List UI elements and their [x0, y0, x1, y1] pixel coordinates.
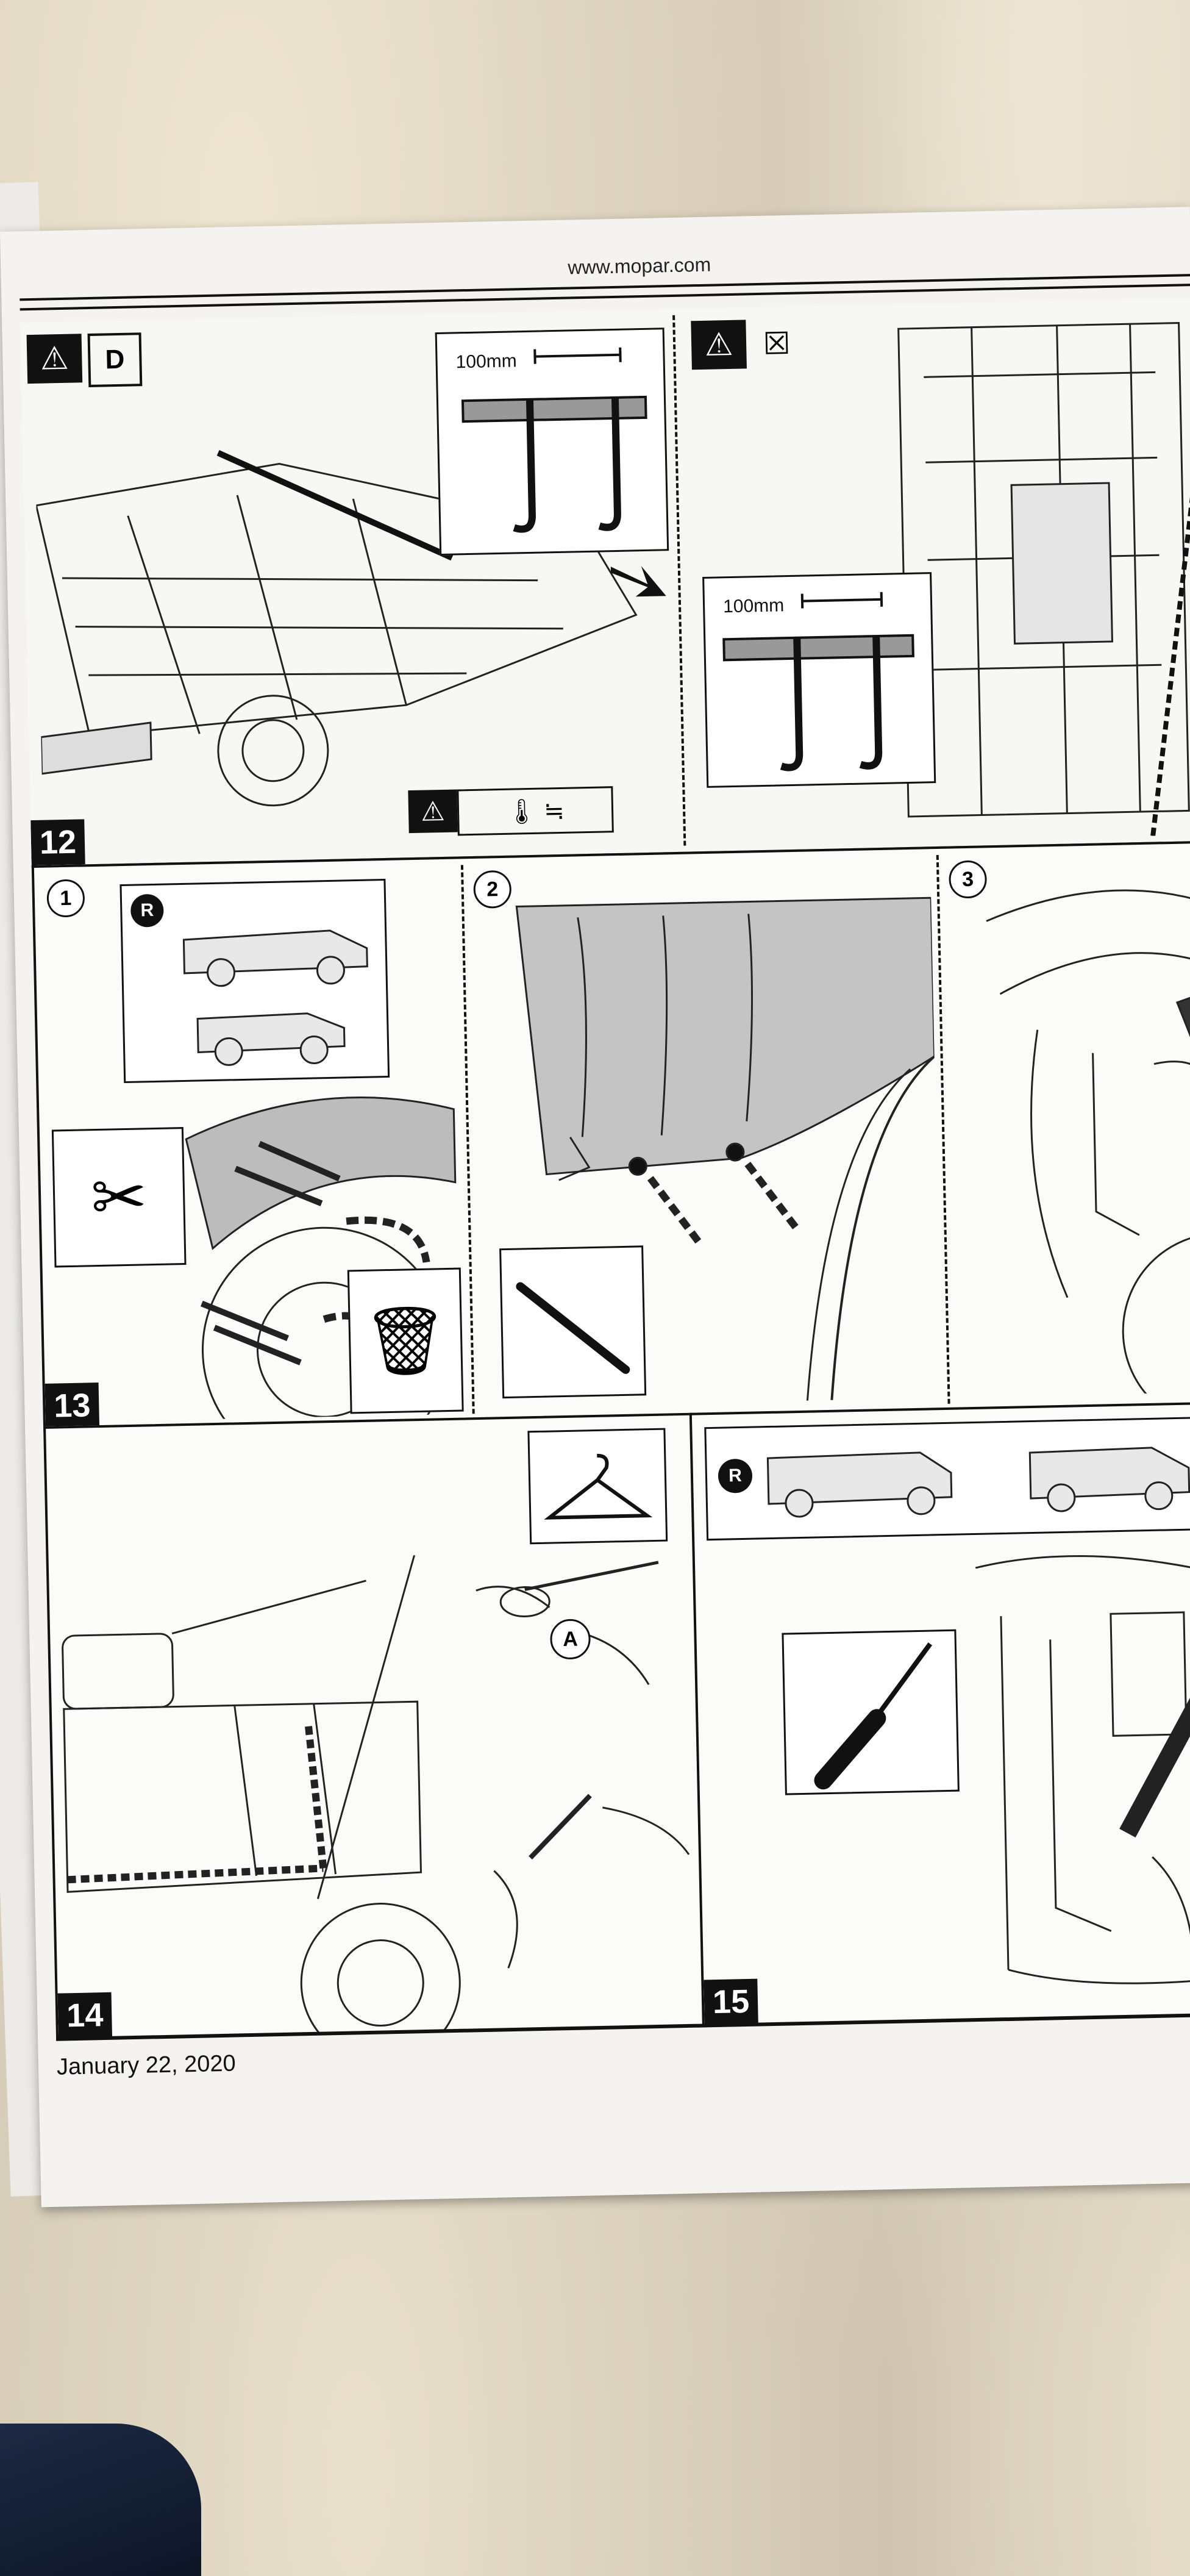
jeep-body-illustration [62, 1555, 690, 2039]
step-14-panel: A 14 [43, 1412, 707, 2041]
trash-bin-icon: 🗑 [362, 1302, 449, 1379]
step-number: 14 [57, 1992, 113, 2039]
fender-liner-illustration [515, 896, 936, 1401]
warning-triangle-icon: ⚠ [26, 334, 83, 384]
step-13-panel: 1 R ✂ 🗑 2 [31, 840, 1190, 1431]
no-battery-icon: ☒ [763, 326, 791, 361]
divider-dashed [672, 315, 686, 846]
jeep-side-views [182, 929, 368, 1066]
pick-tool-inset [499, 1245, 647, 1399]
hanger-inset [527, 1428, 668, 1545]
clip-hooks-right [722, 592, 914, 771]
step-number: 15 [704, 1978, 758, 2025]
screwdriver-icon [814, 1642, 933, 1790]
underbody-illustration-left [35, 450, 638, 807]
underbody-illustration-right [897, 322, 1190, 837]
step-12-panel: ⚠ D 100mm ⚠ � [20, 298, 1190, 868]
rear-badge: R [130, 893, 164, 928]
clip-hooks-left [461, 347, 647, 533]
trash-inset: 🗑 [347, 1267, 464, 1414]
warning-triangle-icon: ⚠ [691, 320, 747, 370]
clip-detail-inset-left: 100mm [435, 327, 669, 556]
background-jeans [0, 2424, 201, 2576]
direction-arrow-icon [610, 566, 666, 597]
fuel-pump-icon: D [87, 332, 143, 388]
clip-detail-inset-right: 100mm [702, 572, 936, 788]
pick-tool-icon [516, 1282, 630, 1374]
vehicle-variant-inset: R [119, 878, 390, 1084]
step-number: 12 [30, 819, 85, 866]
instruction-sheet: www.mopar.com ⚠ D 100mm [0, 207, 1190, 2208]
screwdriver-inset [782, 1629, 960, 1795]
site-url: www.mopar.com [568, 253, 711, 279]
substep-1-marker: 1 [46, 879, 85, 918]
vehicle-variant-inset: R [704, 1416, 1190, 1541]
inner-fender-illustration [975, 1555, 1190, 2003]
publication-date: January 22, 2020 [56, 2050, 237, 2080]
coat-hanger-icon [544, 1453, 653, 1520]
wheel-well-illustration [185, 1097, 457, 1420]
thermometer-icon: 🌡 ≒ [457, 786, 614, 836]
rear-badge: R [718, 1458, 753, 1494]
jeep-side-views [766, 1447, 1190, 1518]
wheel-arch-illustration [986, 889, 1190, 1397]
warning-triangle-icon: ⚠ [408, 789, 458, 834]
step-number: 13 [45, 1383, 100, 1429]
step-15-panel: R 15 [689, 1401, 1190, 2028]
